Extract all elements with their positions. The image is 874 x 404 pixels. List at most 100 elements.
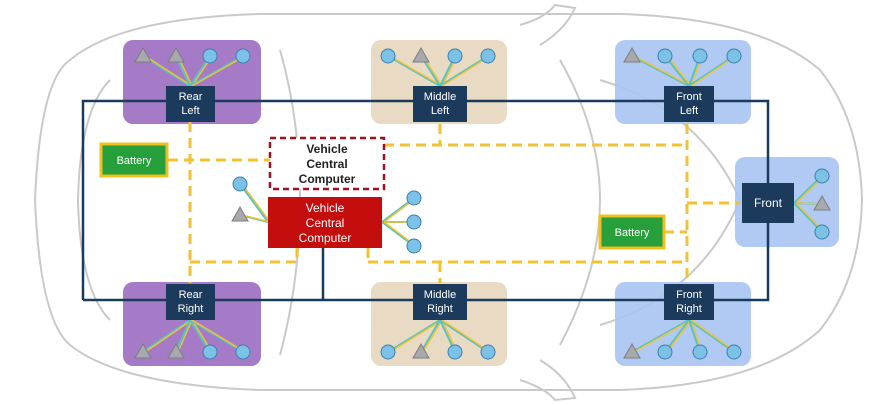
zone-label: Right xyxy=(427,303,453,315)
sensor-power-link xyxy=(144,55,193,87)
sensor-triangle-icon xyxy=(813,194,831,211)
sensor-circle-icon xyxy=(202,48,218,64)
sensor-power-link xyxy=(633,55,692,87)
sensor-circle-icon xyxy=(447,48,463,64)
sensor-circle-icon xyxy=(447,344,463,360)
sensor-power-link xyxy=(422,319,443,353)
sensor-circle-icon xyxy=(692,344,708,360)
sensor-circle-icon xyxy=(726,344,742,360)
zone-rear-left[interactable]: Rear Left xyxy=(166,86,215,122)
sensor-power-link xyxy=(241,214,271,223)
zone-front[interactable]: Front xyxy=(742,183,794,223)
sensor-link xyxy=(239,183,269,223)
sensor-circle-icon xyxy=(480,48,496,64)
sensor-circle-icon xyxy=(692,48,708,64)
sensor-circle-icon xyxy=(726,48,742,64)
zone-label: Left xyxy=(431,105,449,117)
sensor-power-link xyxy=(441,319,491,353)
sensor-triangle-icon xyxy=(623,46,641,63)
sensor-power-link xyxy=(389,55,443,87)
sensor-circle-icon xyxy=(235,48,251,64)
sensor-power-link xyxy=(666,55,692,87)
sensor-power-link xyxy=(191,55,246,87)
zone-label: Right xyxy=(676,303,702,315)
sensor-link xyxy=(688,55,735,87)
sensor-link xyxy=(631,55,690,87)
zone-label: Front xyxy=(676,91,702,103)
zone-label: Front xyxy=(754,196,783,210)
sensor-power-link xyxy=(241,183,271,223)
sensor-links xyxy=(142,55,825,353)
sensor-power-link xyxy=(144,319,193,353)
zone-label: Rear xyxy=(179,91,203,103)
sensor-power-link xyxy=(690,319,737,353)
sensor-circle-icon xyxy=(814,224,830,240)
sensor-triangle-icon xyxy=(167,46,185,63)
sensor-power-link xyxy=(441,55,491,87)
sensor-power-link xyxy=(177,319,193,353)
sensor-circle-icon xyxy=(406,238,422,254)
sensor-circle-icon xyxy=(380,344,396,360)
sensor-triangle-icon xyxy=(167,342,185,359)
zone-label: Middle xyxy=(424,91,456,103)
zone-front-left[interactable]: Front Left xyxy=(664,86,714,122)
battery-front[interactable]: Battery xyxy=(598,214,666,250)
zone-label: Front xyxy=(676,289,702,301)
sensor-power-link xyxy=(389,319,443,353)
sensor-triangle-icon xyxy=(412,46,430,63)
sensors xyxy=(134,46,831,360)
zone-middle-right[interactable]: Middle Right xyxy=(413,284,467,320)
sensor-circle-icon xyxy=(657,48,673,64)
sensor-triangle-icon xyxy=(231,205,249,222)
sensor-circle-icon xyxy=(380,48,396,64)
sensor-link xyxy=(439,319,489,353)
sensor-circle-icon xyxy=(657,344,673,360)
computer-label: Vehicle xyxy=(306,142,348,156)
sensor-triangle-icon xyxy=(134,46,152,63)
sensor-circle-icon xyxy=(232,176,248,192)
zone-label: Middle xyxy=(424,289,456,301)
computer-label: Central xyxy=(306,157,347,171)
sensor-circle-icon xyxy=(202,344,218,360)
zone-label: Rear xyxy=(179,289,203,301)
sensor-circle-icon xyxy=(406,214,422,230)
sensor-link xyxy=(631,319,690,353)
sensor-link xyxy=(439,55,489,87)
sensor-power-link xyxy=(633,319,692,353)
zone-middle-left[interactable]: Middle Left xyxy=(413,86,467,122)
sensor-power-link xyxy=(191,319,246,353)
sensor-link xyxy=(175,319,191,353)
zone-label: Left xyxy=(680,105,698,117)
sensor-circle-icon xyxy=(814,168,830,184)
battery-label: Battery xyxy=(615,227,650,239)
central-computer-primary[interactable]: Vehicle Central Computer xyxy=(268,197,382,248)
battery-rear[interactable]: Battery xyxy=(99,142,169,178)
central-computer-backup[interactable]: Vehicle Central Computer xyxy=(268,136,386,191)
computer-label: Computer xyxy=(299,172,356,186)
sensor-triangle-icon xyxy=(623,342,641,359)
sensor-link xyxy=(688,319,735,353)
computer-label: Vehicle xyxy=(306,201,345,215)
battery-label: Battery xyxy=(117,155,152,167)
zone-front-right[interactable]: Front Right xyxy=(664,284,714,320)
zone-label: Right xyxy=(178,303,204,315)
sensor-link xyxy=(420,319,441,353)
data-network xyxy=(81,99,770,302)
sensor-circle-icon xyxy=(406,190,422,206)
sensor-link xyxy=(189,55,244,87)
zone-label: Left xyxy=(181,105,199,117)
power-network xyxy=(168,122,740,283)
sensor-circle-icon xyxy=(480,344,496,360)
sensor-circle-icon xyxy=(235,344,251,360)
sensor-link xyxy=(142,319,191,353)
computer-label: Central xyxy=(306,216,345,230)
sensor-link xyxy=(387,55,441,87)
sensor-power-link xyxy=(666,319,692,353)
sensor-triangle-icon xyxy=(134,342,152,359)
zone-rear-right[interactable]: Rear Right xyxy=(166,284,215,320)
sensor-link xyxy=(189,319,244,353)
sensor-triangle-icon xyxy=(412,342,430,359)
sensor-link xyxy=(387,319,441,353)
computer-label: Computer xyxy=(299,231,352,245)
